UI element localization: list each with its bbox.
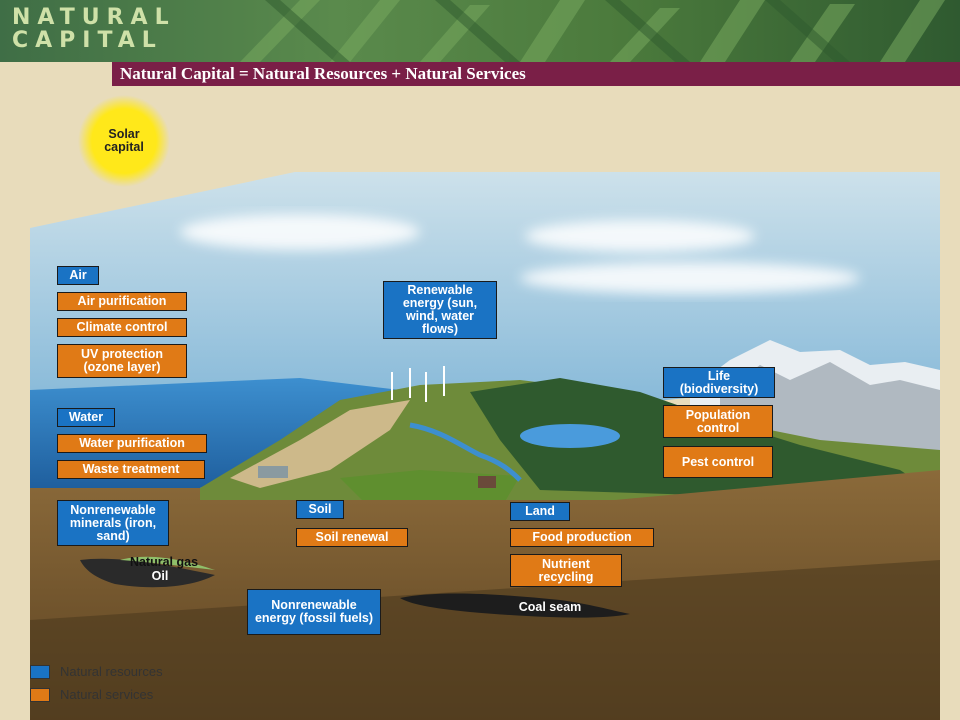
oil-label: Oil <box>151 569 169 583</box>
service-swatch <box>30 687 50 702</box>
legend-item-resources: Natural resources <box>30 664 163 679</box>
brand-line-2: CAPITAL <box>12 28 163 53</box>
renewable-energy-label: Renewable energy (sun, wind, water flows… <box>383 281 497 339</box>
population-control-label: Population control <box>663 405 773 438</box>
life-biodiversity-label: Life (biodiversity) <box>663 367 775 398</box>
nutrient-recycling-label: Nutrient recycling <box>510 554 622 587</box>
legend-item-services: Natural services <box>30 687 153 702</box>
wind-turbine-icon <box>391 366 445 402</box>
coal-seam <box>400 593 630 618</box>
food-production-label: Food production <box>510 528 654 547</box>
lake <box>520 424 620 448</box>
soil-renewal-label: Soil renewal <box>296 528 408 547</box>
coal-seam-label: Coal seam <box>518 600 582 614</box>
resource-swatch <box>30 664 50 679</box>
page-title: Natural Capital = Natural Resources + Na… <box>112 62 960 86</box>
nonrenewable-minerals-label: Nonrenewable minerals (iron, sand) <box>57 500 169 546</box>
clouds <box>180 214 860 294</box>
land-label: Land <box>510 502 570 521</box>
river <box>409 422 522 482</box>
nonrenewable-energy-label: Nonrenewable energy (fossil fuels) <box>247 589 381 635</box>
pest-control-label: Pest control <box>663 446 773 478</box>
farmhouse-icon <box>478 476 496 488</box>
legend-resources-label: Natural resources <box>60 664 163 679</box>
solar-capital-label: Solar capital <box>104 127 144 154</box>
oil-deposit <box>80 558 215 588</box>
deep-rock <box>30 560 940 720</box>
air-label: Air <box>57 266 99 285</box>
natural-gas-label: Natural gas <box>129 555 199 569</box>
soil-label: Soil <box>296 500 344 519</box>
sun-icon <box>78 95 170 187</box>
factory-icon <box>258 466 288 478</box>
header-banner: NATURAL CAPITAL <box>0 0 960 62</box>
leaf-pattern <box>240 0 945 62</box>
brand-line-1: NATURAL <box>12 5 176 30</box>
water-purification-label: Water purification <box>57 434 207 453</box>
brand-title: NATURAL CAPITAL <box>12 6 176 52</box>
waste-treatment-label: Waste treatment <box>57 460 205 479</box>
uv-protection-label: UV protection (ozone layer) <box>57 344 187 378</box>
natural-gas-deposit <box>120 556 215 570</box>
legend-services-label: Natural services <box>60 687 154 702</box>
air-purification-label: Air purification <box>57 292 187 311</box>
climate-control-label: Climate control <box>57 318 187 337</box>
water-label: Water <box>57 408 115 427</box>
